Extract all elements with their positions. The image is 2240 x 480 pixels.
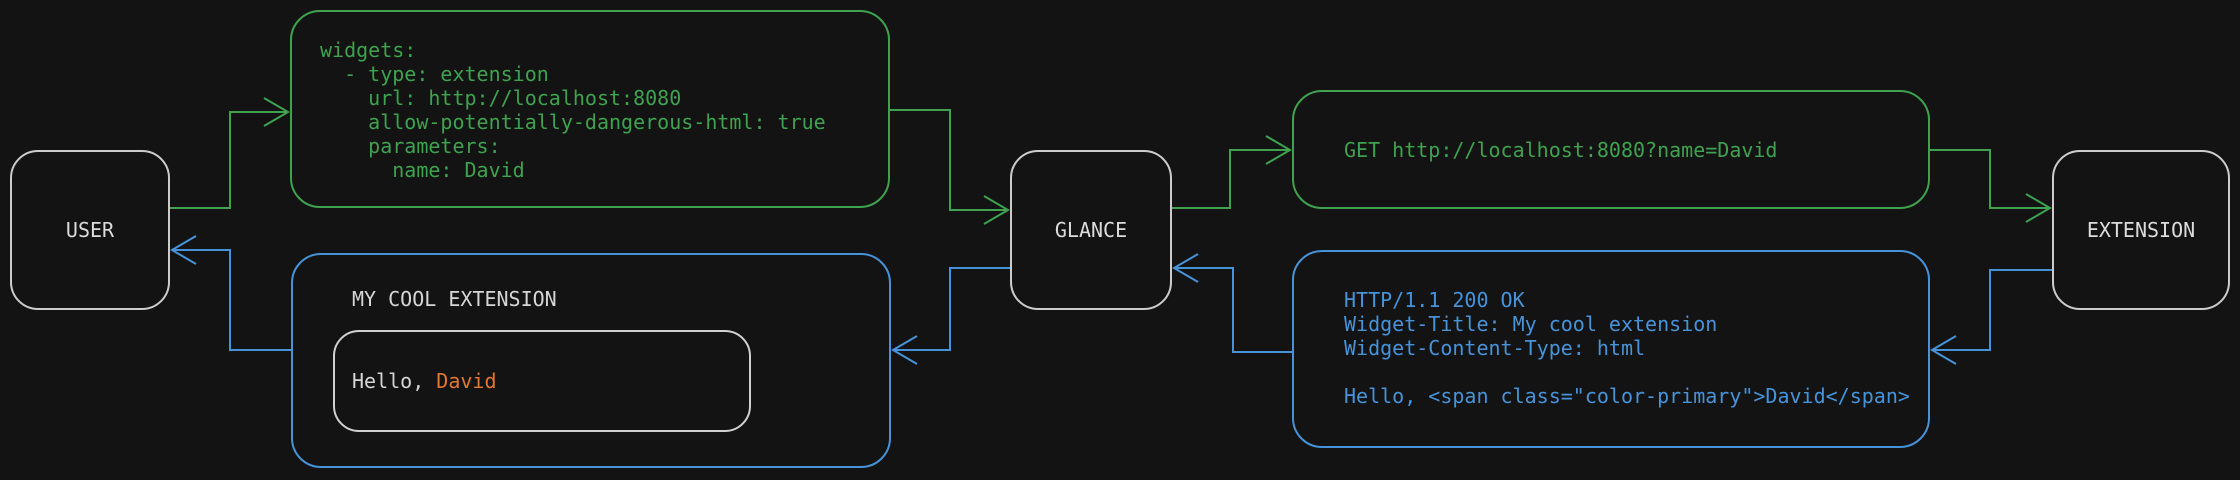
arrow-extension-to-response: [1930, 269, 2052, 365]
arrow-widget-to-user: [170, 235, 291, 351]
node-user: USER: [10, 150, 170, 310]
node-extension: EXTENSION: [2052, 150, 2230, 310]
node-user-label: USER: [65, 218, 115, 242]
http-request-box: GET http://localhost:8080?name=David: [1292, 90, 1930, 209]
config-yaml-code: widgets: - type: extension url: http://l…: [320, 38, 826, 182]
arrow-user-to-config: [170, 97, 290, 209]
widget-greeting-box: Hello, David: [333, 330, 751, 432]
config-yaml-box: widgets: - type: extension url: http://l…: [290, 10, 890, 208]
arrow-request-to-extension: [1930, 149, 2052, 223]
node-extension-label: EXTENSION: [2086, 218, 2196, 242]
arrow-response-to-glance: [1172, 253, 1292, 353]
node-glance-label: GLANCE: [1054, 218, 1128, 242]
rendered-widget-box: MY COOL EXTENSION Hello, David: [291, 253, 891, 468]
greeting-prefix: Hello,: [352, 369, 437, 393]
arrow-glance-to-widget: [891, 267, 1010, 365]
greeting-name: David: [436, 369, 497, 393]
http-response-code: HTTP/1.1 200 OK Widget-Title: My cool ex…: [1344, 288, 1910, 408]
http-request-code: GET http://localhost:8080?name=David: [1344, 137, 1778, 162]
node-glance: GLANCE: [1010, 150, 1172, 310]
arrow-glance-to-request: [1172, 135, 1292, 209]
arrow-config-to-glance: [890, 109, 1010, 225]
widget-title: MY COOL EXTENSION: [352, 287, 557, 311]
http-response-box: HTTP/1.1 200 OK Widget-Title: My cool ex…: [1292, 250, 1930, 448]
